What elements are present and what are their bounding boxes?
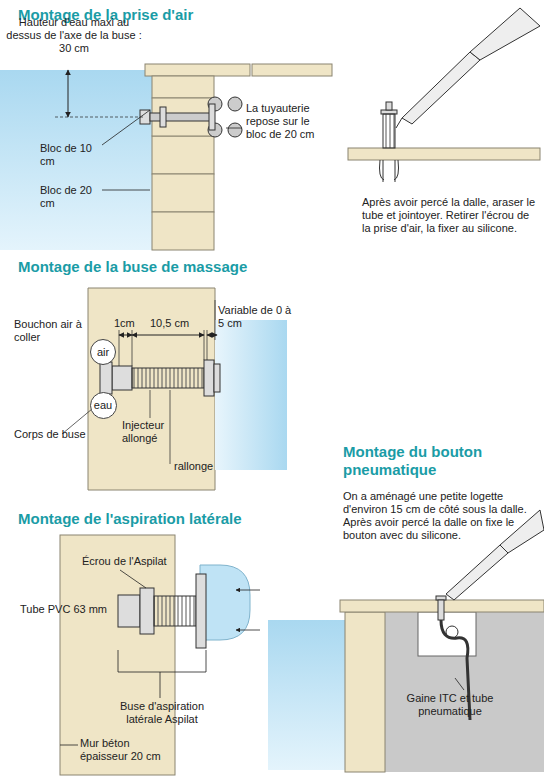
dimension: 1cm — [114, 317, 144, 330]
circle-label: air — [97, 346, 109, 358]
part-label: Injecteur allongé — [122, 419, 180, 445]
circle-label: eau — [94, 399, 112, 411]
part-label: Bloc de 20 cm — [40, 184, 102, 210]
part-label: Tube PVC 63 mm — [20, 603, 116, 616]
part-label: Bouchon air à coller — [14, 318, 86, 344]
connector-circle: air — [90, 339, 116, 365]
part-label: rallonge — [174, 460, 234, 473]
note: La tuyauterie repose sur le bloc de 20 c… — [246, 102, 332, 141]
part-label: Mur béton épaisseur 20 cm — [80, 737, 180, 763]
part-label: Gaine ITC et tube pneumatique — [400, 692, 500, 718]
part-label: Corps de buse — [14, 428, 104, 441]
note: Hauteur d'eau maxi au dessus de l'axe de… — [0, 16, 148, 55]
note: On a aménagé une petite logette d'enviro… — [343, 490, 535, 542]
section-title: Montage de la buse de massage — [18, 258, 318, 276]
note: Après avoir percé la dalle, araser le tu… — [362, 196, 538, 235]
section-title: Montage du bouton pneumatique — [343, 443, 538, 479]
dimension: 10,5 cm — [150, 317, 200, 330]
dimension: Variable de 0 à 5 cm — [218, 304, 298, 330]
connector-circle: eau — [90, 392, 117, 419]
part-label: Buse d'aspiration latérale Aspilat — [110, 700, 214, 726]
part-label: Écrou de l'Aspilat — [82, 555, 202, 568]
part-label: Bloc de 10 cm — [40, 142, 102, 168]
section-title: Montage de l'aspiration latérale — [18, 510, 318, 528]
